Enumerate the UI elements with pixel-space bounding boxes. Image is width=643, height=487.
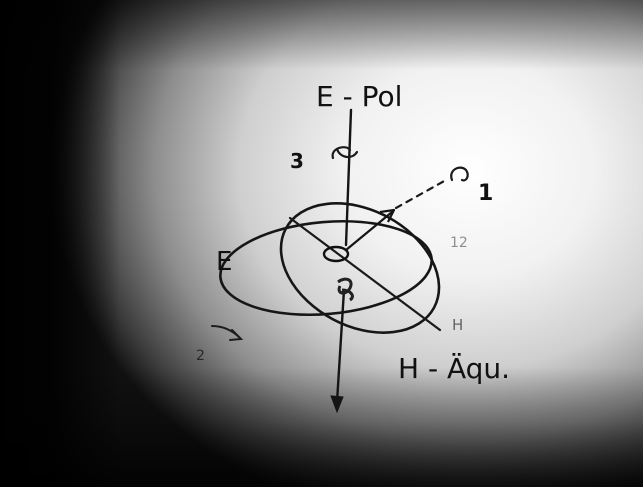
label-h: H: [452, 316, 463, 334]
pole-axis-lower: [337, 290, 344, 402]
direction-arrow-1: [346, 212, 392, 250]
ellipse-e: [216, 213, 435, 323]
label-num-3: 3: [290, 149, 304, 173]
faint-mark: 12: [450, 235, 468, 251]
center-circle: [324, 247, 348, 261]
label-num-2: 2: [196, 348, 205, 364]
pole-arrowhead: [331, 396, 343, 412]
rotation-arrow-3: [333, 147, 357, 158]
label-e-pol: E - Pol: [316, 80, 402, 113]
rotation-arrow-1: [451, 168, 467, 181]
label-e: E: [216, 247, 232, 277]
center-scribble: [338, 279, 352, 300]
pole-axis-upper: [346, 110, 351, 245]
label-h-aequ: H - Äqu.: [398, 352, 510, 385]
dashed-axis-1: [396, 180, 446, 208]
label-num-1: 1: [478, 181, 493, 206]
rotation-arrow-2: [212, 326, 241, 340]
